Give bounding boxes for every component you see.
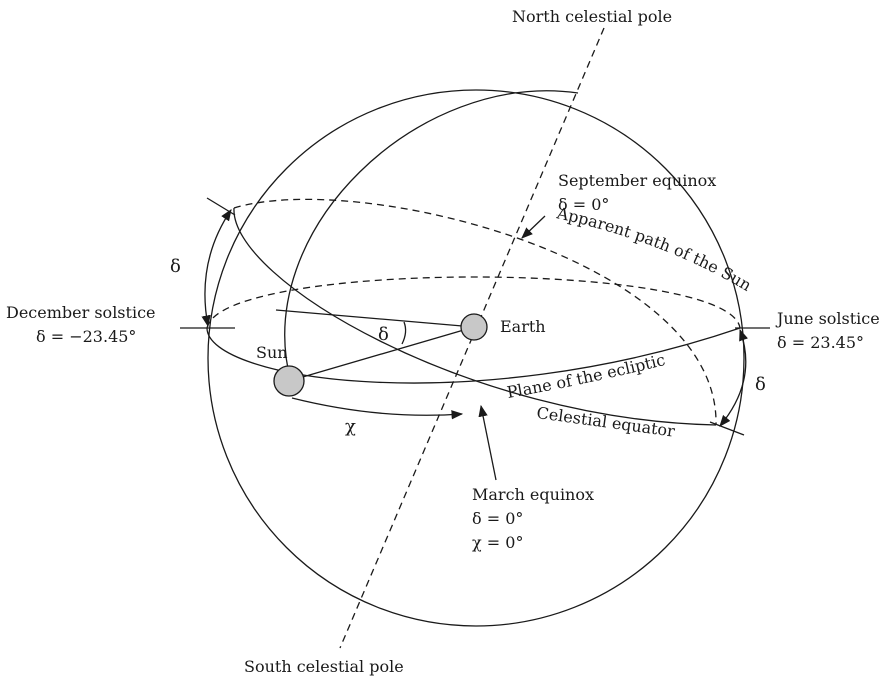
march-equinox-label: March equinox: [472, 485, 594, 504]
september-equinox-delta: δ = 0°: [558, 195, 609, 214]
meridian-circle: [284, 90, 579, 383]
south-pole-label: South celestial pole: [244, 657, 404, 676]
sun-sphere: [273, 365, 305, 397]
sun-label: Sun: [256, 343, 288, 362]
chi-arrow: [291, 397, 464, 420]
chi-symbol: χ: [345, 416, 356, 437]
delta-left-symbol: δ: [170, 256, 181, 277]
left-tick-top: [206, 197, 236, 216]
ecliptic-back: [206, 276, 741, 329]
right-tick-bottom: [709, 421, 745, 436]
march-equinox-chi: χ = 0°: [472, 533, 523, 552]
equator-label: Celestial equator: [536, 403, 677, 441]
earth-sphere: [460, 313, 488, 341]
earth-label: Earth: [500, 317, 546, 336]
equator-text: Celestial equator: [536, 403, 677, 441]
march-equinox-delta: δ = 0°: [472, 509, 523, 528]
delta-right-symbol: δ: [755, 374, 766, 395]
june-solstice-delta: δ = 23.45°: [777, 333, 864, 352]
north-pole-label: North celestial pole: [512, 7, 672, 26]
december-solstice-label: December solstice: [6, 303, 156, 322]
delta-angle-arc: [401, 321, 407, 345]
ecliptic-front: [206, 327, 741, 384]
sun-earth-line: [288, 326, 475, 382]
september-equinox-pointer: [521, 215, 546, 239]
march-equinox-pointer: [478, 404, 497, 481]
meridian-earth-line: [275, 309, 475, 328]
equator-front: [233, 207, 717, 426]
december-solstice-delta: δ = −23.45°: [36, 327, 136, 346]
september-equinox-label: September equinox: [558, 171, 716, 190]
equator-back: [233, 198, 717, 426]
left-delta-arrow: [201, 209, 232, 328]
delta-center-symbol: δ: [378, 324, 389, 345]
right-delta-arrow: [719, 328, 748, 427]
june-solstice-label: June solstice: [775, 309, 880, 328]
